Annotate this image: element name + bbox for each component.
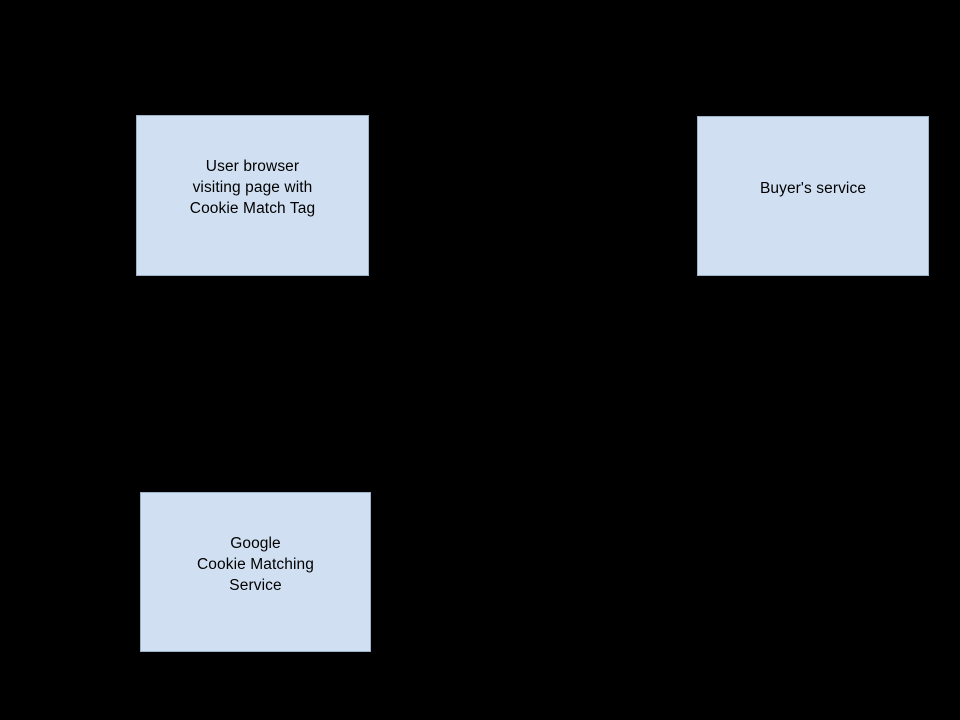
node-google-cookie-matching[interactable]: Google Cookie Matching Service: [140, 492, 371, 652]
node-buyers-service[interactable]: Buyer's service: [697, 116, 929, 276]
node-user-browser[interactable]: User browser visiting page with Cookie M…: [136, 115, 369, 276]
node-google-cookie-matching-label: Google Cookie Matching Service: [197, 534, 314, 594]
node-buyers-service-label: Buyer's service: [759, 179, 867, 197]
node-user-browser-label: User browser visiting page with Cookie M…: [189, 158, 316, 217]
